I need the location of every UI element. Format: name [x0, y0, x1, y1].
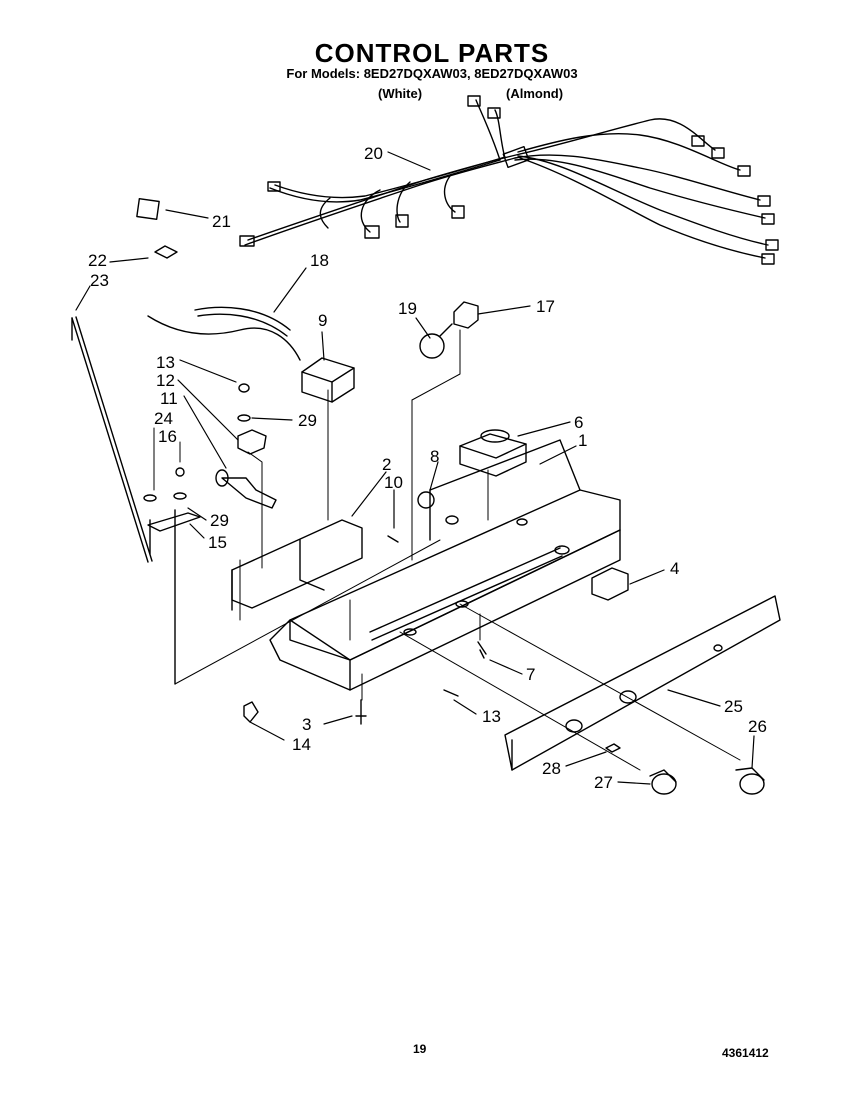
callout-22: 22 — [88, 251, 107, 270]
callout-26: 26 — [748, 717, 767, 736]
callout-23: 23 — [90, 271, 109, 290]
part-27-knob — [649, 769, 677, 795]
callout-1: 1 — [578, 431, 587, 450]
callout-9: 9 — [318, 311, 327, 330]
part-7-screw — [477, 641, 487, 659]
page-number: 19 — [413, 1042, 427, 1056]
part-8 — [417, 491, 435, 509]
callout-6: 6 — [574, 413, 583, 432]
callout-15: 15 — [208, 533, 227, 552]
callout-17: 17 — [536, 297, 555, 316]
callout-11: 11 — [160, 389, 178, 408]
variant-almond-label: (Almond) — [506, 86, 564, 101]
callout-2: 2 — [382, 455, 391, 474]
assembly-lines — [174, 329, 741, 771]
part-17-socket — [453, 301, 479, 329]
part-9-control — [301, 357, 355, 403]
variant-white-label: (White) — [378, 86, 423, 101]
part-4-switch — [591, 567, 629, 601]
callout-arrows — [75, 151, 755, 785]
thermostat-parts — [143, 383, 277, 685]
callout-28: 28 — [542, 759, 561, 778]
callout-7: 7 — [526, 665, 535, 684]
callout-12: 12 — [156, 371, 175, 390]
callout-29-lower: 29 — [210, 511, 229, 530]
part-6-timer — [459, 429, 527, 477]
part-3-screw — [355, 699, 367, 725]
page-title: CONTROL PARTS — [314, 38, 550, 68]
part-25-panel — [504, 595, 781, 771]
part-10-screw — [387, 535, 399, 543]
callout-13-lower: 13 — [482, 707, 501, 726]
part-21 — [136, 197, 160, 221]
callout-25: 25 — [724, 697, 743, 716]
callout-13-upper: 13 — [156, 353, 175, 372]
part-28 — [605, 743, 621, 753]
callout-14: 14 — [292, 735, 311, 754]
part-14-clip — [243, 701, 259, 723]
part-18-tube — [147, 306, 301, 361]
callout-18: 18 — [310, 251, 329, 270]
callout-8: 8 — [430, 447, 439, 466]
part-1-housing — [269, 439, 621, 691]
model-list: For Models: 8ED27DQXAW03, 8ED27DQXAW03 — [286, 66, 578, 81]
callout-29-upper: 29 — [298, 411, 317, 430]
callout-27: 27 — [594, 773, 613, 792]
callout-3: 3 — [302, 715, 311, 734]
part-13-screw — [443, 689, 459, 697]
part-22 — [154, 245, 178, 259]
callout-16: 16 — [158, 427, 177, 446]
callout-21: 21 — [212, 212, 231, 231]
document-part-number: 4361412 — [722, 1046, 769, 1060]
callout-4: 4 — [670, 559, 679, 578]
callout-20: 20 — [364, 144, 383, 163]
callout-19: 19 — [398, 299, 417, 318]
part-2-bracket — [231, 519, 363, 611]
part-23-rod — [71, 316, 153, 563]
callout-labels: 20 21 22 23 18 9 19 17 13 12 11 29 24 16… — [88, 144, 767, 792]
wiring-harness — [239, 95, 779, 265]
callout-10: 10 — [384, 473, 403, 492]
part-26-knob — [735, 767, 765, 795]
part-19-bulb — [419, 323, 453, 359]
callout-24: 24 — [154, 409, 173, 428]
